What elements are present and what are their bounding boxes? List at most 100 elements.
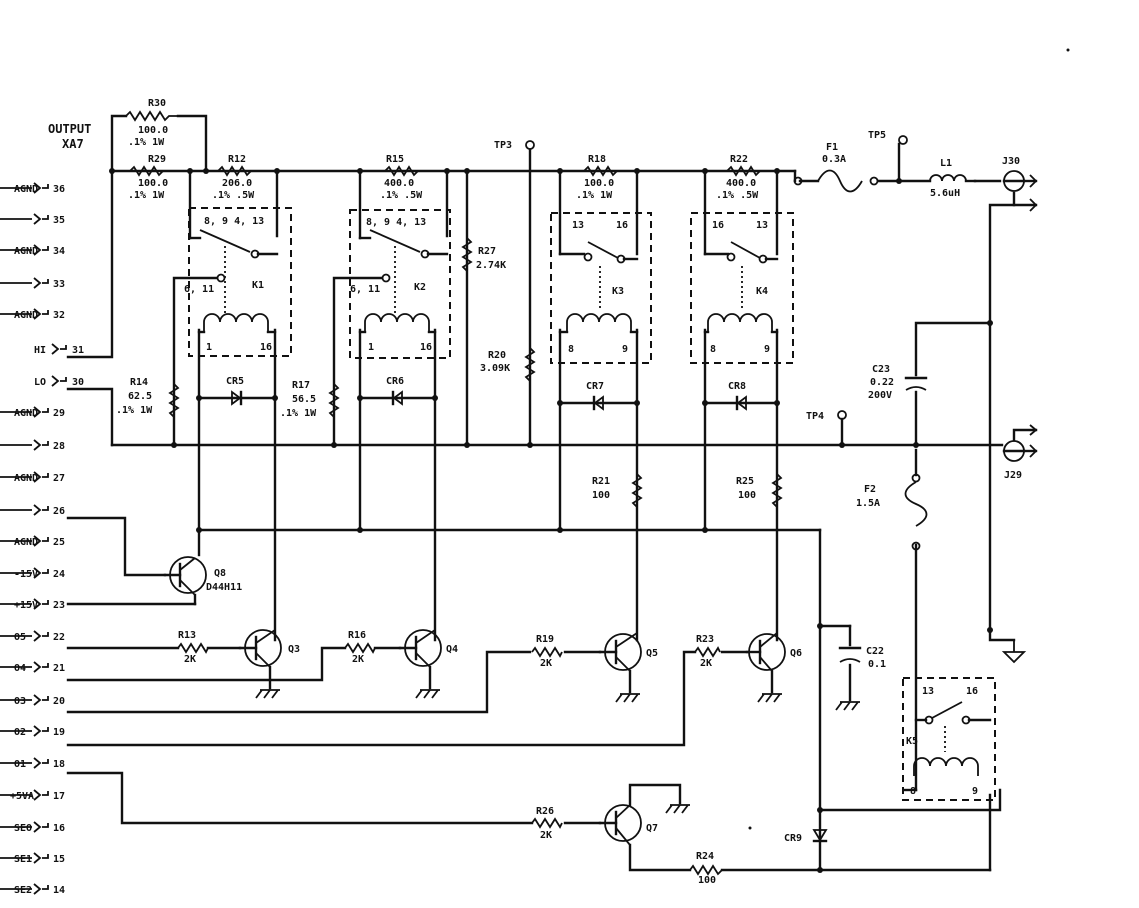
resistor-r17: R17 56.5 .1% 1W (280, 380, 340, 419)
relay-k5: 13 16 K5 8 9 (902, 677, 996, 801)
resistor-r19: R19 2K (531, 634, 563, 669)
svg-text:K5: K5 (906, 736, 918, 747)
svg-text:R26: R26 (536, 806, 554, 817)
svg-text:31: 31 (72, 345, 84, 356)
svg-text:R12: R12 (228, 154, 246, 165)
svg-text:SE1: SE1 (14, 854, 32, 865)
svg-text:C22: C22 (866, 646, 884, 657)
svg-text:2K: 2K (540, 830, 552, 841)
svg-text:29: 29 (53, 408, 65, 419)
svg-text:15: 15 (53, 854, 65, 865)
svg-text:18: 18 (53, 759, 65, 770)
svg-text:R27: R27 (478, 246, 496, 257)
svg-text:TP3: TP3 (494, 140, 512, 151)
resistor-r24: R24 100 (689, 851, 723, 886)
svg-text:TP4: TP4 (806, 411, 824, 422)
svg-text:L1: L1 (940, 158, 952, 169)
svg-text:34: 34 (53, 246, 65, 257)
svg-text:K2: K2 (414, 282, 426, 293)
svg-text:.1% .5W: .1% .5W (380, 190, 423, 201)
resistor-r18: R18 100.0 .1% 1W (576, 154, 618, 201)
capacitor-c23: C23 0.22 200V (868, 364, 928, 401)
svg-text:100.0: 100.0 (584, 178, 614, 189)
svg-text:100: 100 (698, 875, 716, 886)
svg-text:2.74K: 2.74K (476, 260, 506, 271)
svg-text:400.0: 400.0 (384, 178, 414, 189)
svg-text:9: 9 (764, 344, 770, 355)
svg-text:2K: 2K (700, 658, 712, 669)
transistor-q6: Q6 (745, 632, 802, 694)
svg-text:J29: J29 (1004, 470, 1022, 481)
svg-text:R20: R20 (488, 350, 506, 361)
jack-j30: J30 (1002, 156, 1038, 212)
diode-cr5: CR5 (226, 376, 244, 406)
svg-text:CR7: CR7 (586, 381, 604, 392)
svg-text:CR6: CR6 (386, 376, 404, 387)
svg-text:R24: R24 (696, 851, 714, 862)
svg-text:16: 16 (260, 342, 272, 353)
svg-text:1: 1 (206, 342, 212, 353)
testpoint-tp4: TP4 (806, 410, 847, 447)
transistor-q5: Q5 (598, 632, 658, 694)
svg-text:8, 9 4, 13: 8, 9 4, 13 (366, 217, 426, 228)
svg-text:Q4: Q4 (446, 644, 458, 655)
resistor-r15: R15 400.0 .1% .5W (380, 154, 423, 201)
ground-symbols (255, 640, 1027, 814)
resistor-r27: R27 2.74K (461, 237, 506, 272)
svg-text:200V: 200V (868, 390, 892, 401)
svg-text:1: 1 (368, 342, 374, 353)
svg-text:-15V: -15V (14, 569, 38, 580)
svg-text:.1% 1W: .1% 1W (128, 137, 165, 148)
svg-text:16: 16 (712, 220, 724, 231)
svg-text:AGND: AGND (14, 473, 38, 484)
resistor-r26: R26 2K (531, 806, 563, 841)
resistor-r20: R20 3.09K (480, 347, 536, 382)
svg-text:F1: F1 (826, 142, 838, 153)
svg-text:AGND: AGND (14, 184, 38, 195)
svg-text:0.22: 0.22 (870, 377, 894, 388)
testpoint-tp5: TP5 (868, 130, 908, 183)
resistor-r30: R30 100.0 .1% 1W (125, 98, 181, 148)
resistor-r21: R21 100 (592, 473, 643, 508)
transistor-q8: Q8 D44H11 (163, 556, 242, 596)
connector-pin: AGND 34 (0, 244, 65, 257)
svg-text:8: 8 (568, 344, 574, 355)
connector-pin: AGND 36 (0, 182, 65, 195)
svg-text:33: 33 (53, 279, 65, 290)
resistor-r25: R25 100 (736, 473, 783, 508)
svg-text:CR9: CR9 (784, 833, 802, 844)
resistor-r23: R23 2K (694, 634, 721, 669)
transistor-q4: Q4 (398, 629, 458, 690)
svg-text:SEO: SEO (14, 823, 32, 834)
resistor-r13: R13 2K (177, 630, 209, 665)
svg-text:Q5: Q5 (646, 648, 658, 659)
svg-text:R25: R25 (736, 476, 754, 487)
svg-text:R19: R19 (536, 634, 554, 645)
svg-text:O3: O3 (14, 696, 26, 707)
svg-text:16: 16 (966, 686, 978, 697)
svg-text:R21: R21 (592, 476, 610, 487)
resistor-r16: R16 2K (344, 630, 376, 665)
svg-text:2K: 2K (352, 654, 364, 665)
svg-text:O2: O2 (14, 727, 26, 738)
capacitor-c22: C22 0.1 (838, 646, 886, 670)
svg-text:R29: R29 (148, 154, 166, 165)
svg-text:36: 36 (53, 184, 65, 195)
svg-text:1.5A: 1.5A (856, 498, 880, 509)
svg-text:.1% .5W: .1% .5W (716, 190, 759, 201)
svg-text:21: 21 (53, 663, 65, 674)
svg-text:25: 25 (53, 537, 65, 548)
testpoint-tp3: TP3 (494, 140, 535, 151)
svg-text:0.1: 0.1 (868, 659, 886, 670)
svg-text:16: 16 (616, 220, 628, 231)
svg-text:AGND: AGND (14, 246, 38, 257)
